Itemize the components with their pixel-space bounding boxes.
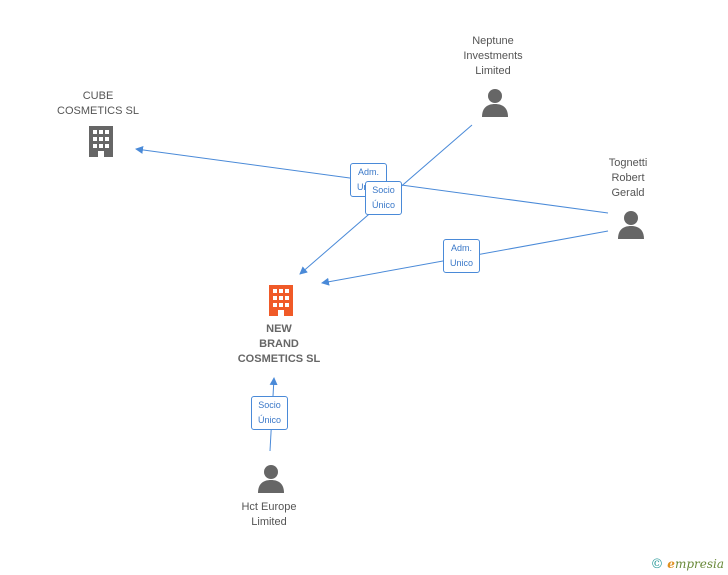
edge-label-neptune-newbrand: Socio Único [365, 181, 403, 215]
edge-label-tognetti-newbrand: Adm. Unico [443, 239, 481, 273]
empresia-logo[interactable]: © empresia [650, 557, 724, 572]
edge-label-hct-newbrand: Socio Único [251, 396, 289, 430]
building-icon[interactable] [85, 124, 117, 158]
copyright-icon: © [650, 557, 664, 572]
node-label-hct[interactable]: Hct Europe Limited [241, 501, 297, 528]
node-label-neptune[interactable]: Neptune Investments Limited [463, 35, 523, 77]
person-icon[interactable] [617, 210, 645, 240]
node-label-newbrand[interactable]: NEW BRAND COSMETICS SL [237, 323, 321, 365]
person-icon[interactable] [257, 464, 285, 494]
node-label-cube[interactable]: CUBE COSMETICS SL [57, 90, 139, 117]
building-icon-main[interactable] [265, 283, 297, 317]
node-label-tognetti[interactable]: Tognetti Robert Gerald [608, 157, 648, 199]
person-icon[interactable] [481, 88, 509, 118]
